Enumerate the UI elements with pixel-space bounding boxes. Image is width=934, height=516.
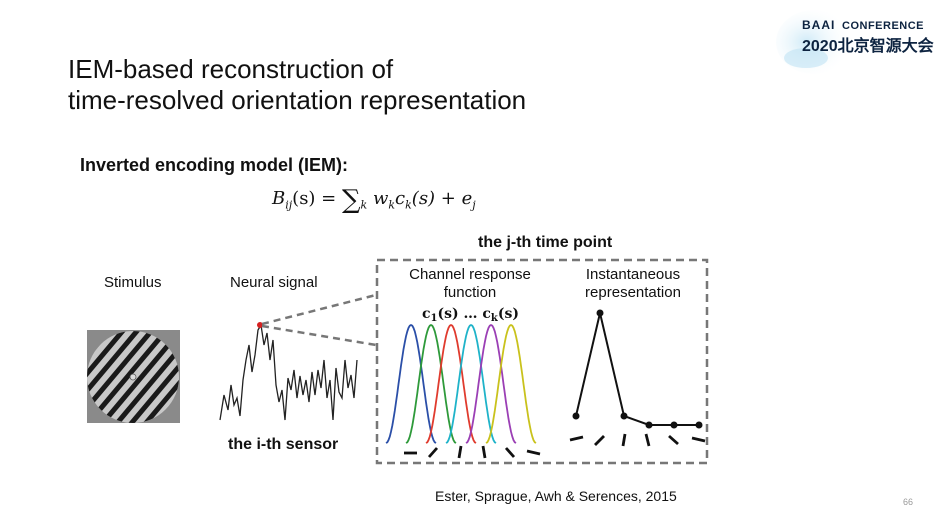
iem-equation: Bij(s) = ∑k wkck(s) + ej [272, 185, 476, 215]
title-line-2: time-resolved orientation representation [68, 85, 527, 115]
eq-lhs-arg: (s) = [292, 188, 342, 209]
page-number: 66 [903, 497, 914, 507]
slide-title: IEM-based reconstruction of time-resolve… [68, 54, 526, 116]
channel-curve-4 [445, 323, 497, 444]
iem-heading: Inverted encoding model (IEM): [80, 155, 349, 175]
sensor-highlight-point [257, 322, 263, 328]
instantaneous-representation-points [572, 309, 703, 429]
stimulus-label: Stimulus [104, 274, 162, 291]
channel-response-label: Channel response function [400, 266, 540, 302]
baai-logo [776, 10, 852, 74]
eq-term: w [367, 188, 389, 209]
instantaneous-orientation-bars [569, 433, 706, 447]
sensor-label: the i-th sensor [228, 436, 339, 453]
instantaneous-line-2: representation [585, 284, 681, 301]
logo-event-text: 2020北京智源大会 [802, 38, 934, 55]
eq-lhs: B [272, 188, 286, 209]
title-line-1: IEM-based reconstruction of [68, 54, 394, 84]
channel-formula: c1(s) … ck(s) [422, 306, 519, 324]
eq-sum-sub: k [360, 198, 368, 212]
neural-signal-trace [219, 323, 358, 421]
zoom-connector-top [261, 293, 377, 326]
instantaneous-line-1: Instantaneous [585, 266, 681, 283]
eq-term3: (s) + e [411, 188, 473, 209]
eq-sum-symbol: ∑ [341, 185, 361, 215]
eq-term2: c [395, 188, 406, 209]
eq-term3-sub: j [472, 198, 476, 212]
channel-response-line-1: Channel response [409, 266, 531, 283]
channel-curve-6 [485, 323, 537, 444]
neural-signal-label: Neural signal [230, 274, 318, 291]
time-point-label: the j-th time point [478, 234, 613, 251]
channel-curve-5 [465, 323, 517, 444]
eq-term2-sub: k [405, 198, 412, 212]
logo-baai-text: BAAI [802, 18, 836, 32]
stimulus-grating [87, 330, 180, 423]
time-point-box [375, 258, 709, 465]
instantaneous-label: Instantaneous representation [574, 266, 692, 302]
citation: Ester, Sprague, Awh & Serences, 2015 [435, 488, 677, 504]
logo-conference-text: CONFERENCE [842, 20, 925, 32]
eq-term-sub: k [388, 198, 396, 212]
channel-response-line-2: function [443, 284, 497, 301]
channel-curves [385, 323, 537, 444]
channel-curve-2 [405, 323, 457, 444]
instantaneous-representation-line [575, 312, 699, 426]
eq-lhs-sub: ij [285, 198, 293, 212]
channel-curve-1 [385, 323, 437, 444]
channel-curve-3 [425, 323, 477, 444]
channel-orientation-bars [404, 445, 541, 459]
zoom-connector-bottom [261, 324, 377, 347]
